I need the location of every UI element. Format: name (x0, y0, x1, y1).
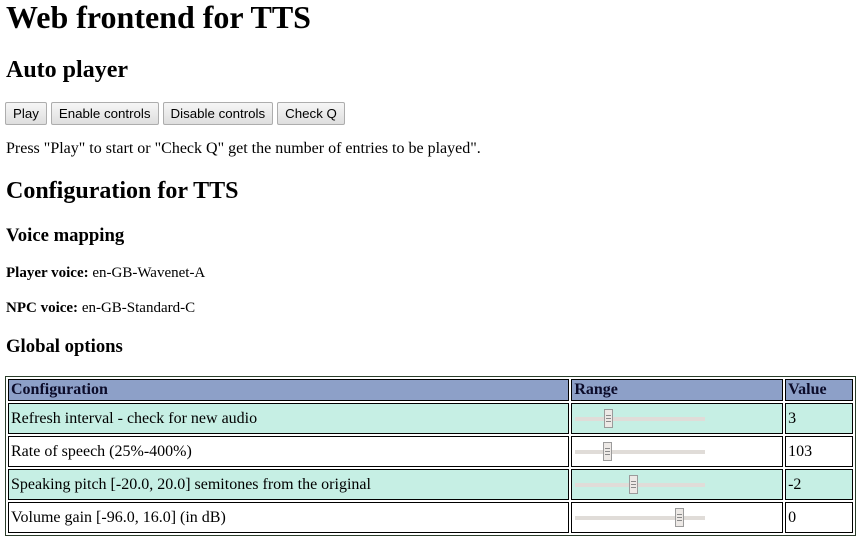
voice-mapping-heading: Voice mapping (6, 225, 125, 246)
global-options-heading: Global options (6, 336, 123, 357)
speech-rate-value: 103 (785, 436, 853, 467)
disable-controls-button[interactable]: Disable controls (162, 102, 274, 125)
slider-track (575, 515, 706, 520)
slider-track (575, 482, 706, 487)
npc-voice-label: NPC voice: (6, 300, 79, 316)
volume-gain-range-cell (571, 502, 784, 533)
table-row: Speaking pitch [-20.0, 20.0] semitones f… (8, 469, 853, 500)
table-row: Rate of speech (25%-400%) 103 (8, 436, 853, 467)
npc-voice: NPC voice: en-GB-Standard-C (6, 298, 195, 318)
enable-controls-button[interactable]: Enable controls (50, 102, 159, 125)
table-row: Volume gain [-96.0, 16.0] (in dB) 0 (8, 502, 853, 533)
slider-thumb-grip-icon[interactable] (604, 408, 614, 428)
slider-track (575, 449, 706, 454)
player-voice: Player voice: en-GB-Wavenet-A (6, 263, 205, 283)
volume-gain-slider[interactable] (575, 507, 706, 529)
npc-voice-value: en-GB-Standard-C (78, 300, 196, 316)
speech-rate-slider[interactable] (575, 441, 706, 463)
page-title: Web frontend for TTS (6, 0, 311, 35)
player-voice-label: Player voice: (6, 265, 89, 281)
global-options-table: Configuration Range Value Refresh interv… (5, 376, 856, 536)
table-header-row: Configuration Range Value (8, 379, 853, 401)
config-heading: Configuration for TTS (6, 178, 239, 204)
speech-rate-label: Rate of speech (25%-400%) (8, 436, 570, 467)
speaking-pitch-slider[interactable] (575, 474, 706, 496)
slider-thumb-grip-icon[interactable] (603, 441, 613, 461)
auto-player-heading: Auto player (6, 57, 128, 83)
column-header-value: Value (785, 379, 853, 401)
slider-thumb-grip-icon[interactable] (675, 507, 685, 527)
volume-gain-value: 0 (785, 502, 853, 533)
speech-rate-range-cell (571, 436, 784, 467)
speaking-pitch-value: -2 (785, 469, 853, 500)
speaking-pitch-range-cell (571, 469, 784, 500)
refresh-interval-value: 3 (785, 403, 853, 434)
column-header-configuration: Configuration (8, 379, 570, 401)
play-button[interactable]: Play (5, 102, 47, 125)
auto-player-instructions: Press "Play" to start or "Check Q" get t… (6, 140, 481, 157)
refresh-interval-range-cell (571, 403, 784, 434)
refresh-interval-label: Refresh interval - check for new audio (8, 403, 570, 434)
refresh-interval-slider[interactable] (575, 408, 706, 430)
auto-player-toolbar: Play Enable controls Disable controls Ch… (5, 102, 345, 125)
player-voice-value: en-GB-Wavenet-A (88, 265, 206, 281)
table-row: Refresh interval - check for new audio 3 (8, 403, 853, 434)
check-queue-button[interactable]: Check Q (277, 102, 345, 125)
column-header-range: Range (571, 379, 784, 401)
volume-gain-label: Volume gain [-96.0, 16.0] (in dB) (8, 502, 570, 533)
slider-thumb-grip-icon[interactable] (629, 474, 639, 494)
speaking-pitch-label: Speaking pitch [-20.0, 20.0] semitones f… (8, 469, 570, 500)
slider-track (575, 416, 706, 421)
